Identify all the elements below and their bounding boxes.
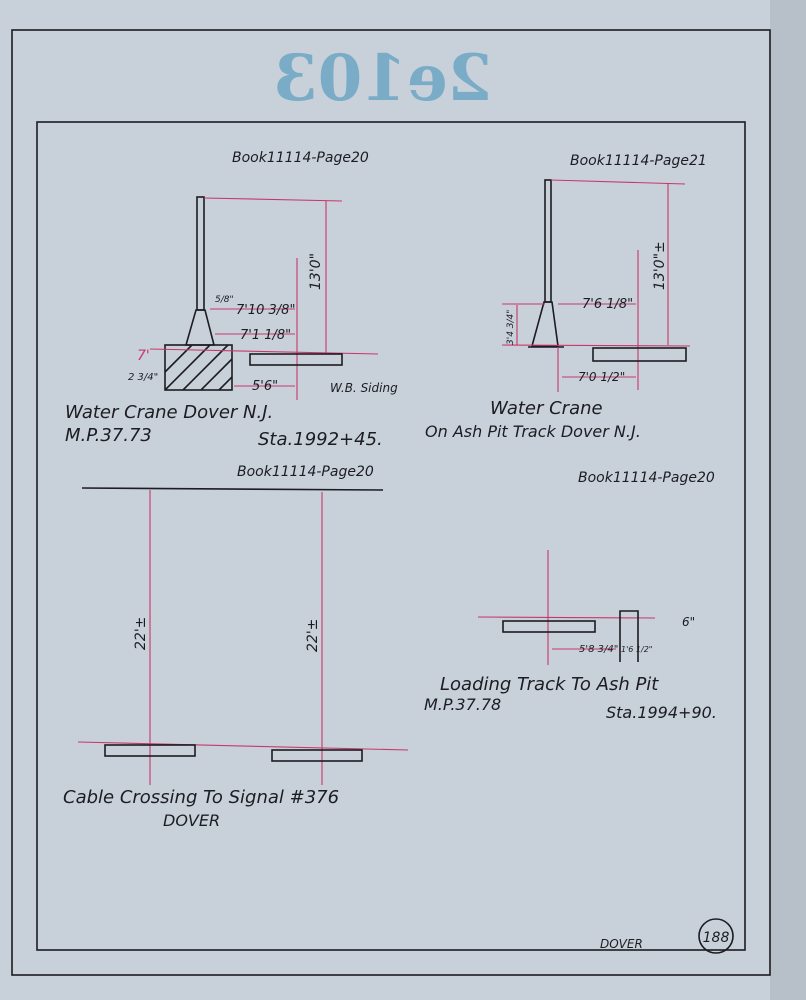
book-ref: Book11114-Page20 <box>578 470 715 486</box>
width-dim: 1'6 1/2" <box>621 645 652 654</box>
book-ref: Book11114-Page20 <box>232 150 369 166</box>
station: Sta.1992+45. <box>258 429 383 450</box>
height-dim: 13'0"± <box>652 241 668 290</box>
reach-top-dim: 7'10 3/8" <box>236 303 295 318</box>
siding-label: W.B. Siding <box>330 381 398 395</box>
pipe-dim: 5/8" <box>215 295 234 305</box>
offset-dim: 5'8 3/4" <box>579 644 618 655</box>
title: Loading Track To Ash Pit <box>440 674 659 695</box>
base-height-dim: 2 3/4" <box>128 372 158 383</box>
water-crane-ash-pit: Book11114-Page21 13'0"± 7'6 1/8" 3'4 3/4… <box>425 153 707 441</box>
title: Cable Crossing To Signal #376 <box>63 787 339 808</box>
track-tie <box>502 620 596 633</box>
sheet-number: 188 <box>703 930 730 946</box>
track-tie <box>249 353 343 366</box>
height-dim: 6" <box>682 615 695 629</box>
footer-location: DOVER <box>600 937 643 951</box>
book-ref: Book11114-Page20 <box>237 464 374 480</box>
paper-edge <box>770 0 806 1000</box>
reach-base-dim: 7'1 1/8" <box>240 328 291 343</box>
left-dim: 22'± <box>133 617 149 650</box>
base-height-dim: 3'4 3/4" <box>506 310 516 345</box>
outer-border <box>11 29 771 976</box>
sheet-number-circle <box>698 918 734 954</box>
station: Sta.1994+90. <box>606 703 717 722</box>
clearance-dim: 7'0 1/2" <box>578 370 625 384</box>
track-tie <box>271 749 363 762</box>
crane-base <box>530 301 559 347</box>
water-crane-dover: Book11114-Page20 13'0" 5/8" 7'10 3/8" 7'… <box>65 150 398 450</box>
mile-post: M.P.37.73 <box>65 425 152 446</box>
loading-track: Book11114-Page20 5'8 3/4" 1'6 1/2" 6" Lo… <box>424 470 717 722</box>
crane-pole <box>544 179 552 303</box>
clearance-dim: 5'6" <box>252 379 278 394</box>
title-line2: On Ash Pit Track Dover N.J. <box>425 422 641 441</box>
mile-post: M.P.37.78 <box>424 695 501 714</box>
track-tie <box>592 347 687 362</box>
inner-border <box>36 121 746 951</box>
foundation <box>164 344 233 391</box>
subtitle: DOVER <box>163 811 220 830</box>
red-mark: 7' <box>137 348 150 364</box>
reach-dim: 7'6 1/8" <box>582 297 633 312</box>
track-tie <box>104 744 196 757</box>
cable-crossing: Book11114-Page20 22'± 22'± Cable Crossin… <box>63 464 409 830</box>
title-line1: Water Crane <box>490 398 603 419</box>
right-dim: 22'± <box>305 619 321 652</box>
crane-pole <box>196 196 205 311</box>
height-dim: 13'0" <box>308 253 324 290</box>
foundation-hatch <box>164 344 233 391</box>
crane-base <box>184 309 216 346</box>
ash-pit-wall <box>619 610 639 662</box>
stamp: 2e103 <box>273 41 492 116</box>
book-ref: Book11114-Page21 <box>570 153 707 169</box>
title: Water Crane Dover N.J. <box>65 402 273 423</box>
